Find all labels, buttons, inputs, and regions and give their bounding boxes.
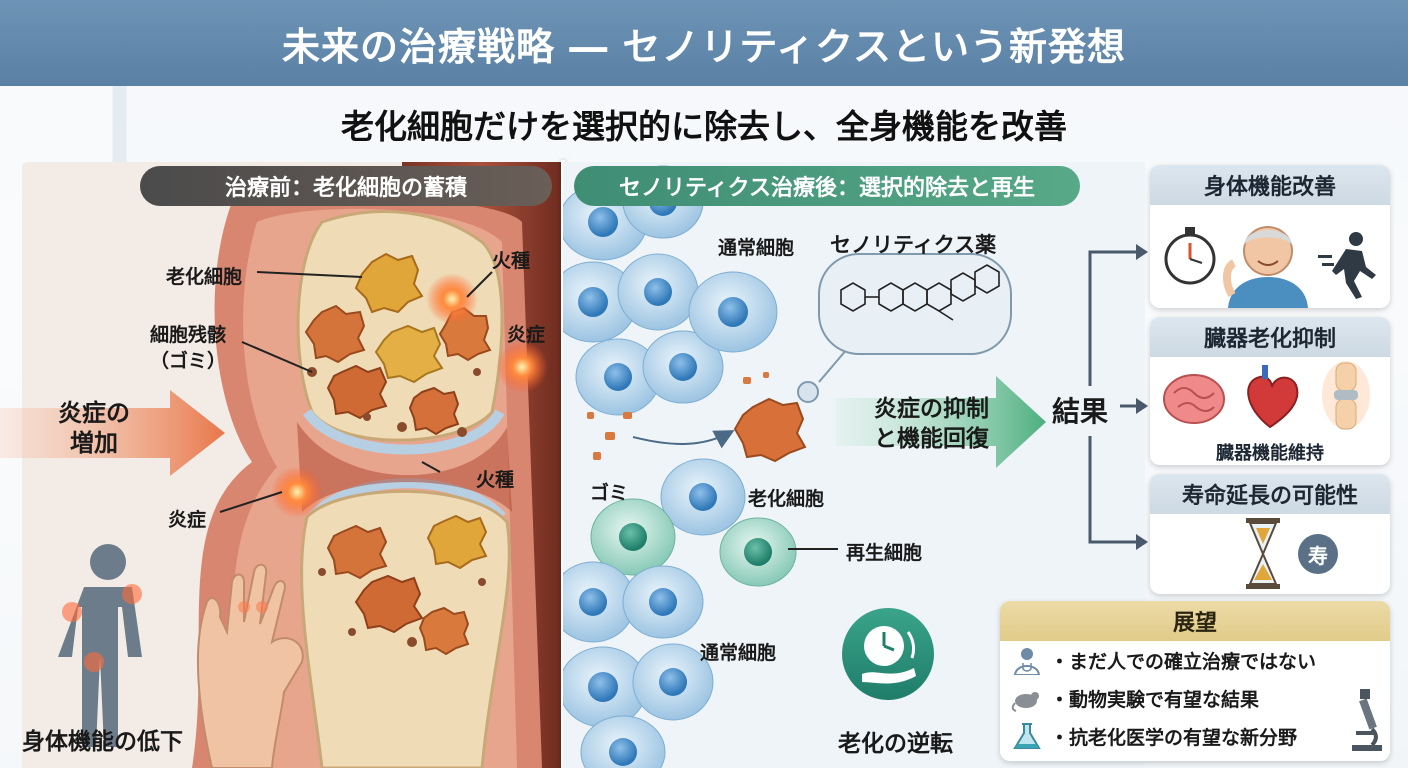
outlook-item: ・まだ人での確立治療ではない — [1000, 641, 1390, 679]
outlook-item: ・動物実験で有望な結果 — [1000, 679, 1390, 717]
aging-reversal-icon — [842, 608, 934, 700]
hourglass-icon — [1246, 518, 1280, 589]
stopwatch-icon — [1164, 227, 1216, 285]
label-inflammation-top: 炎症 — [507, 324, 546, 346]
before-treatment-tag: 治療前：老化細胞の蓄積 — [140, 166, 552, 206]
label-inflammation-increase: 炎症の 増加 — [58, 399, 130, 457]
longevity-badge: 寿 — [1298, 534, 1338, 574]
organ-icons — [1163, 361, 1370, 430]
debris-fragments — [587, 372, 769, 460]
spark-glow — [271, 466, 323, 518]
physical-improvement-illustration — [1164, 226, 1376, 308]
label-spark-mid: 火種 — [476, 469, 515, 491]
label-aging-reversal: 老化の逆転 — [838, 731, 953, 757]
results-label: 結果 — [1052, 395, 1109, 428]
spark-glow — [496, 341, 548, 393]
label-normal-cell-top: 通常細胞 — [718, 237, 795, 259]
result-title-physical: 身体機能改善 — [1150, 165, 1390, 205]
label-normal-cell-bottom: 通常細胞 — [700, 642, 777, 664]
arthritic-hand-icon — [196, 563, 304, 768]
subtitle: 老化細胞だけを選択的に除去し、全身機能を改善 — [341, 107, 1067, 146]
label-drug: セノリティクス薬 — [830, 233, 997, 257]
label-debris: 細胞残骸 （ゴミ） — [150, 324, 227, 372]
mouse-icon — [1011, 692, 1039, 712]
outlook-item-text: ・抗老化医学の有望な新分野 — [1050, 726, 1298, 749]
label-senescent-cell: 老化細胞 — [166, 266, 243, 288]
doctor-icon — [1013, 648, 1041, 675]
after-treatment-tag: セノリティクス治療後：選択的除去と再生 — [574, 166, 1080, 206]
outlook-card: 展望 ・まだ人での確立治療ではない ・動物実験で有望な結果 ・抗老化医学の有望な… — [1000, 601, 1390, 761]
organ-caption: 臓器機能維持 — [1216, 443, 1324, 464]
spark-glow — [426, 273, 478, 325]
label-regen-cell: 再生細胞 — [846, 542, 923, 564]
inflammation-arrow — [0, 390, 225, 476]
result-title-lifespan: 寿命延長の可能性 — [1150, 474, 1390, 514]
title-banner: 未来の治療戦略 ― セノリティクスという新発想 — [0, 0, 1408, 86]
result-card-physical: 身体機能改善 — [1150, 165, 1390, 308]
label-senescent-cell-right: 老化細胞 — [748, 488, 825, 510]
label-inflammation-mid: 炎症 — [168, 509, 207, 531]
joint-illustration — [22, 162, 563, 768]
page-title: 未来の治療戦略 ― セノリティクスという新発想 — [281, 24, 1127, 69]
debris-particles — [307, 367, 486, 647]
regen-leader-line — [788, 548, 838, 550]
knee-joint-icon — [1322, 361, 1370, 430]
result-title-organ: 臓器老化抑制 — [1150, 317, 1390, 357]
microscope-icon — [1352, 689, 1382, 751]
flask-icon — [1013, 723, 1041, 749]
brain-icon — [1163, 374, 1225, 424]
label-spark-top: 火種 — [492, 250, 531, 272]
outlook-item-text: ・動物実験で有望な結果 — [1050, 688, 1260, 711]
regenerated-cell — [719, 517, 797, 587]
heart-icon — [1247, 365, 1299, 429]
person-silhouette-icon — [58, 544, 142, 747]
effect-arrow — [836, 376, 1046, 468]
result-card-lifespan: 寿命延長の可能性 寿 — [1150, 474, 1390, 594]
label-effect: 炎症の抑制 と機能回復 — [874, 396, 989, 452]
outlook-title: 展望 — [1000, 601, 1390, 641]
results-connectors — [1088, 244, 1148, 550]
label-debris-right: ゴミ — [590, 482, 629, 504]
label-function-decline: 身体機能の低下 — [22, 729, 183, 755]
drug-molecule-bubble — [797, 253, 1012, 403]
senescent-cell-removed — [733, 397, 807, 463]
before-treatment-panel — [22, 162, 563, 768]
running-person-icon — [1318, 232, 1376, 299]
result-card-organ: 臓器老化抑制 臓器機能維持 — [1150, 317, 1390, 465]
outlook-item: ・抗老化医学の有望な新分野 — [1000, 717, 1390, 755]
elderly-man-icon — [1223, 226, 1308, 308]
outlook-item-text: ・まだ人での確立治療ではない — [1050, 650, 1317, 673]
